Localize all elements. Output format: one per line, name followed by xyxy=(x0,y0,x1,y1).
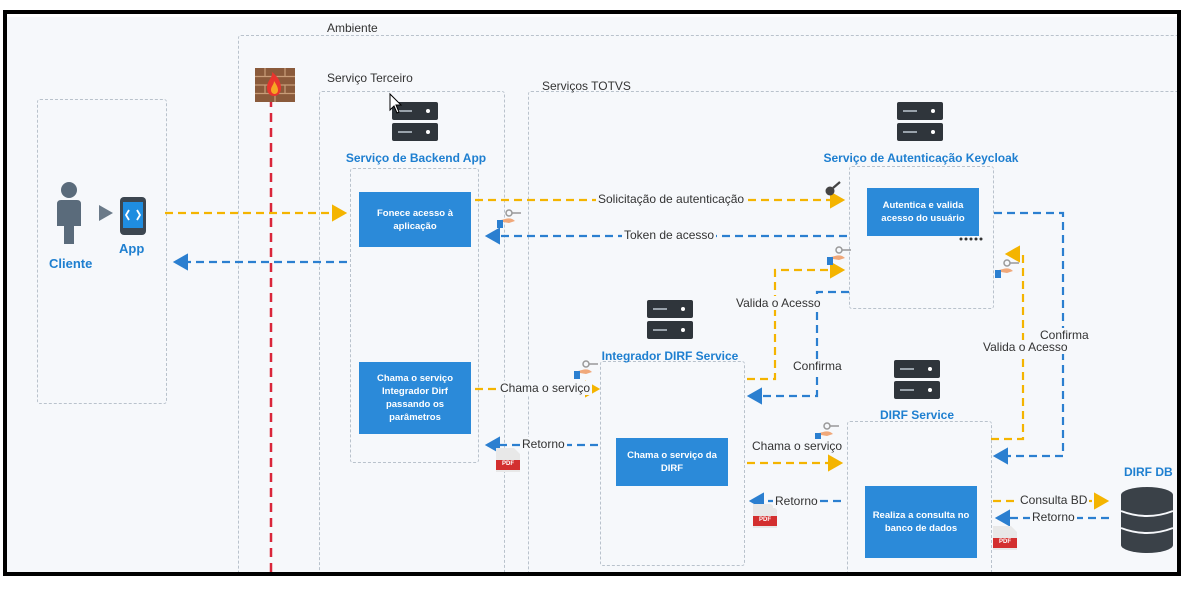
box-chama-integrador[interactable]: Chama o serviço Integrador Dirf passando… xyxy=(359,362,471,434)
pdf-icon-2 xyxy=(753,504,777,528)
mobile-app-icon xyxy=(120,197,146,235)
pdf-label-2: PDF xyxy=(759,517,771,523)
zone-terceiro-label: Serviço Terceiro xyxy=(327,71,413,85)
db-label: DIRF DB xyxy=(1124,465,1173,479)
flow-confirma1: Confirma xyxy=(791,359,844,373)
flow-confirma2: Confirma xyxy=(1038,328,1091,342)
firewall-icon xyxy=(255,68,295,102)
flow-retorno3: Retorno xyxy=(1030,510,1077,524)
flow-consulta-bd: Consulta BD xyxy=(1018,493,1090,507)
hand-key-icon-1 xyxy=(497,209,521,228)
hand-key-icon-5 xyxy=(815,422,839,441)
flow-valida1: Valida o Acesso xyxy=(734,296,823,310)
zone-ambiente xyxy=(238,35,1177,572)
flow-chama1: Chama o serviço xyxy=(498,381,593,395)
database-icon xyxy=(1120,487,1174,553)
pdf-label-1: PDF xyxy=(502,461,514,467)
app-label: App xyxy=(119,241,145,256)
keycloak-container xyxy=(849,166,994,309)
box-fornece[interactable]: Fonece acesso à aplicação xyxy=(359,192,471,247)
connectors-layer xyxy=(57,68,1174,572)
confirma2-path xyxy=(992,211,1065,465)
diagram-canvas: Ambiente Serviço Terceiro Serviços TOTVS xyxy=(3,10,1181,576)
pdf-label-3: PDF xyxy=(999,539,1011,545)
box-autentica[interactable]: Autentica e valida acesso do usuário xyxy=(867,188,979,236)
dirf-container xyxy=(847,421,992,572)
top-strip xyxy=(7,14,1177,17)
cursor-icon xyxy=(389,92,403,114)
server-icon-keycloak xyxy=(897,102,943,141)
server-icon-integrador xyxy=(647,300,693,339)
box-consulta[interactable]: Realiza a consulta no banco de dados xyxy=(865,486,977,558)
hand-key-icon-2 xyxy=(827,246,851,265)
zone-totvs xyxy=(528,91,1177,572)
server-icon-dirf xyxy=(894,360,940,399)
hand-key-icon-3 xyxy=(995,259,1019,278)
flow-retorno2: Retorno xyxy=(773,494,820,508)
flow-valida2: Valida o Acesso xyxy=(981,340,1070,354)
backend-container xyxy=(350,168,479,463)
valida1-path xyxy=(747,261,846,381)
flow-chama2: Chama o serviço xyxy=(750,439,845,453)
key-icon xyxy=(825,181,841,196)
hand-key-icon-4 xyxy=(574,360,598,379)
flow-token: Token de acesso xyxy=(622,228,717,242)
confirma1-path xyxy=(746,290,849,405)
zone-totvs-label: Serviços TOTVS xyxy=(542,79,631,93)
backend-title: Serviço de Backend App xyxy=(345,151,487,165)
zone-terceiro xyxy=(319,91,505,572)
server-icon-backend xyxy=(392,102,438,141)
pdf-icon-1 xyxy=(496,448,520,472)
keycloak-title: Serviço de Autenticação Keycloak xyxy=(823,151,1019,165)
pdf-icon-3 xyxy=(993,526,1017,550)
user-icon xyxy=(57,182,81,244)
cliente-label: Cliente xyxy=(49,256,93,271)
integrador-container xyxy=(600,361,745,566)
integrador-title: Integrador DIRF Service xyxy=(601,349,739,363)
box-chama-dirf[interactable]: Chama o serviço da DIRF xyxy=(616,438,728,486)
dirf-title: DIRF Service xyxy=(879,408,955,422)
zone-cliente xyxy=(37,99,167,404)
flow-retorno1: Retorno xyxy=(520,437,567,451)
flow-solicitacao: Solicitação de autenticação xyxy=(596,192,747,206)
zone-ambiente-label: Ambiente xyxy=(327,21,378,35)
